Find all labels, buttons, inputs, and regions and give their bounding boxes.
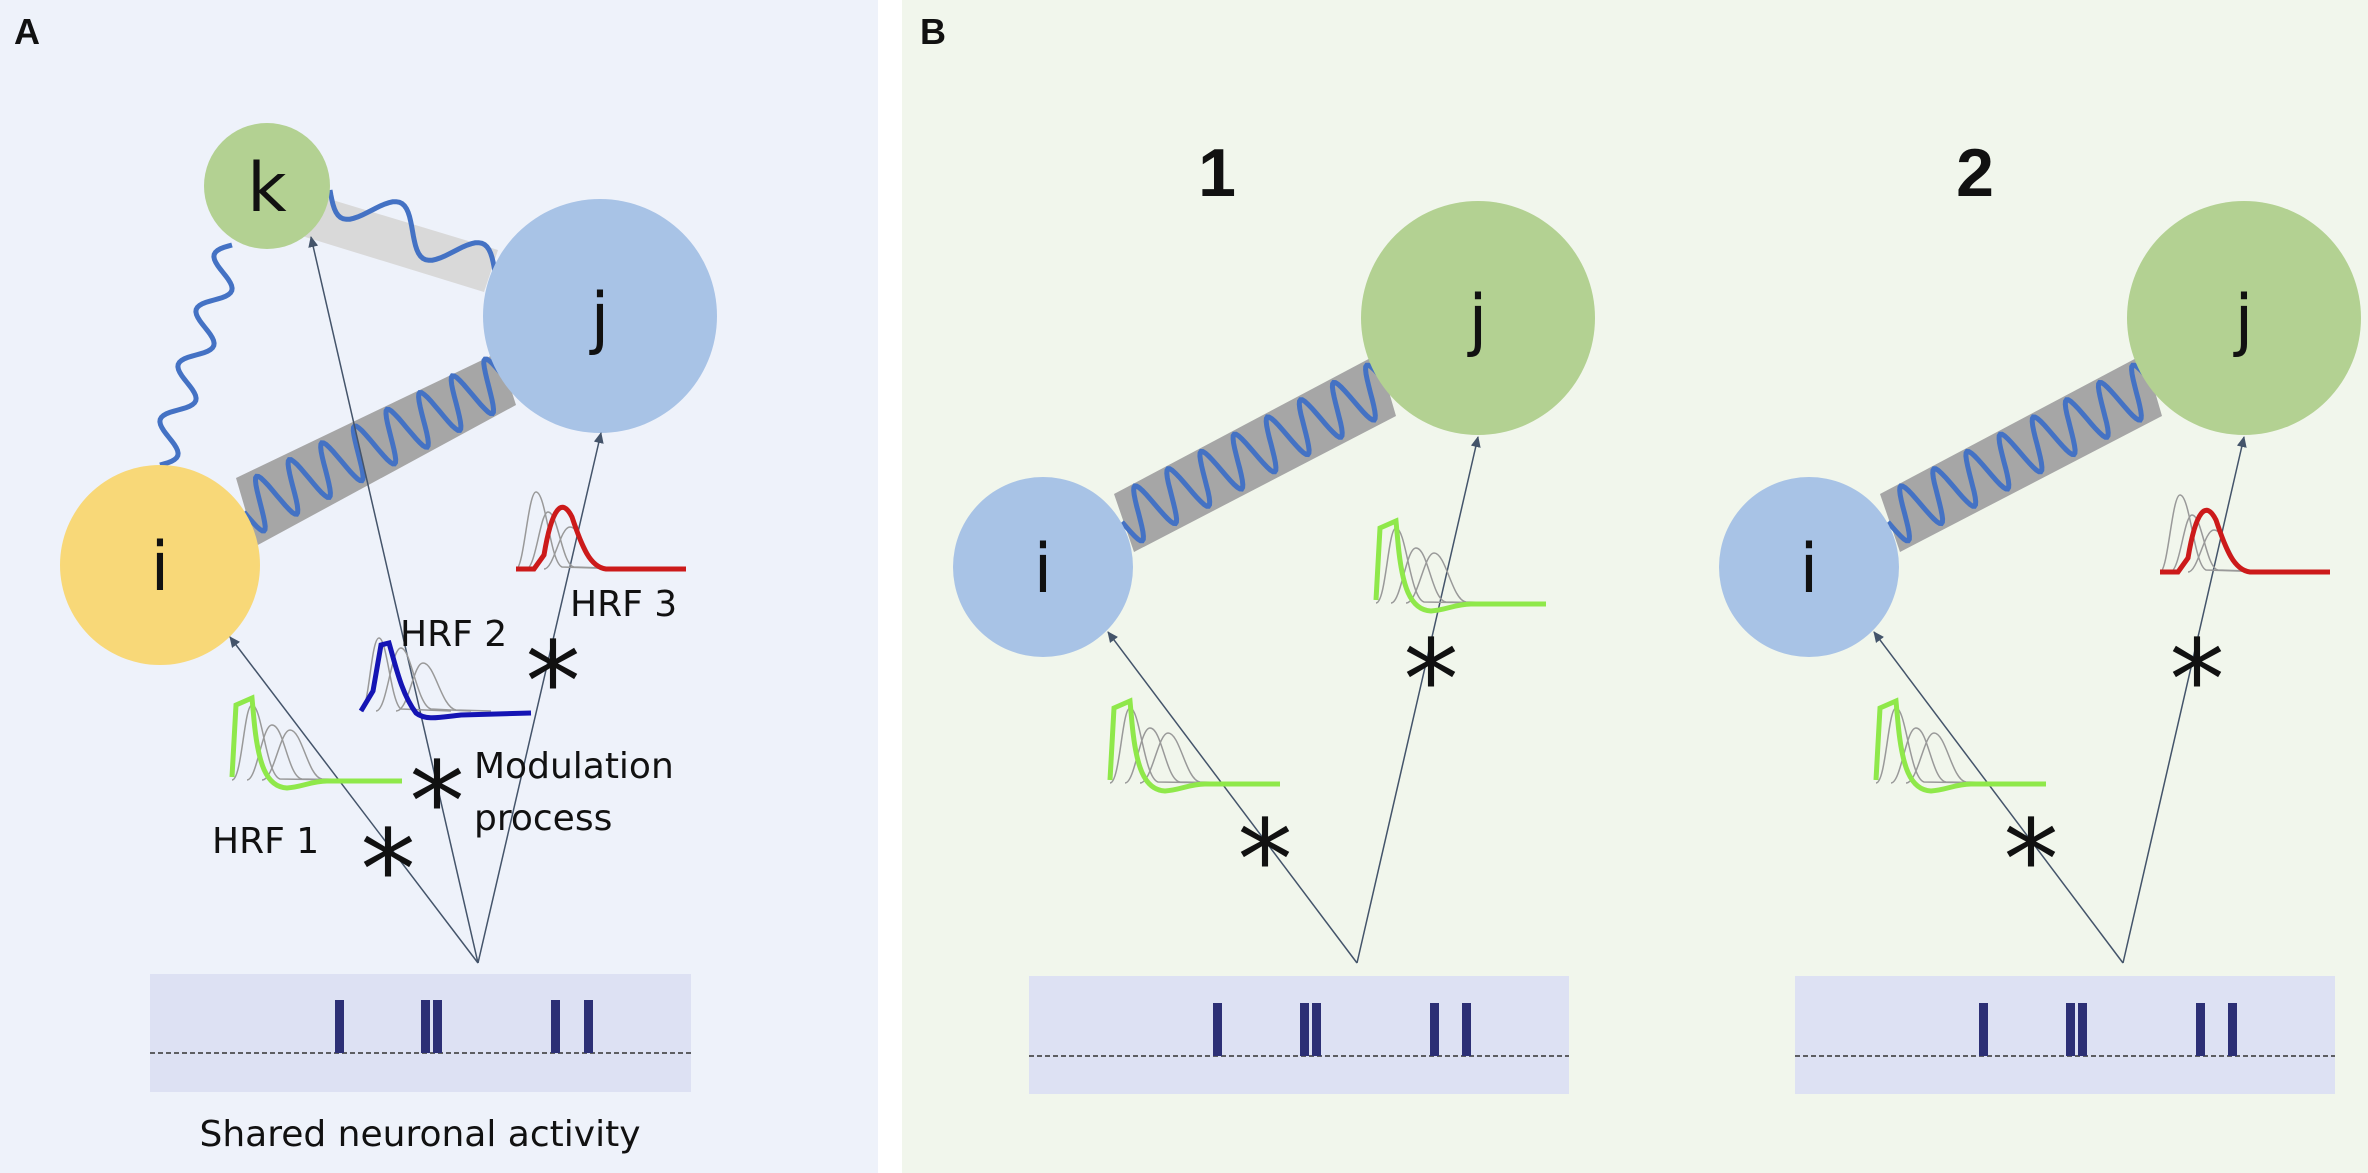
hrf-label-3: HRF 3: [570, 584, 677, 625]
convolution-star: *: [2004, 796, 2059, 924]
hrf-plot-2: [358, 637, 532, 721]
activity-box: [1029, 976, 1569, 1094]
spring-i-j: [1886, 362, 2155, 544]
convolution-star: *: [361, 806, 416, 934]
hrf-plot: [1107, 697, 1280, 794]
activity-box: [1795, 976, 2335, 1094]
hrf-ghost-curve: [1390, 547, 1497, 604]
convolution-star: *: [1404, 616, 1459, 744]
modulation-label-line1: Modulation: [474, 746, 674, 787]
hrf-plot-1: [229, 694, 402, 791]
hrf-plot: [1873, 697, 2046, 794]
hrf-ghost-curve: [1405, 552, 1507, 604]
panel-a-letter: A: [14, 11, 40, 52]
node-i: [60, 465, 260, 665]
hrf-ghost-curve: [515, 491, 627, 570]
activity-spike: [421, 1000, 430, 1053]
hrf-main-curve: [1373, 517, 1546, 614]
activity-spike: [2196, 1003, 2205, 1056]
activity-spike: [1312, 1003, 1321, 1056]
sub-panel-1: 1 i j: [953, 135, 1595, 1094]
hrf-plot-3: [515, 491, 686, 572]
hrf-ghost-curve: [261, 729, 363, 781]
spring-i-j: [1120, 362, 1389, 544]
arrow-to-j: [1356, 436, 1481, 964]
panel-b-letter: B: [920, 11, 946, 52]
hrf-plot: [1373, 517, 1546, 614]
activity-spike: [2078, 1003, 2087, 1056]
arrow-to-k: [308, 236, 479, 964]
sub-panel-2: 2 i j: [1719, 135, 2361, 1094]
activity-spike: [1430, 1003, 1439, 1056]
node-i: [953, 477, 1133, 657]
sub-panel-title: 1: [1198, 135, 1236, 211]
hrf-ghost-curve: [246, 724, 353, 781]
arrow-to-i: [1873, 631, 2124, 964]
node-k: [204, 123, 330, 249]
node-j: [483, 199, 717, 433]
hrf-main-curve: [516, 504, 686, 572]
node-j: [1361, 201, 1595, 435]
activity-spike: [1462, 1003, 1471, 1056]
hrf-main-curve: [229, 694, 402, 791]
hrf-ghost-curve: [1124, 727, 1231, 784]
node-j-label: j: [2233, 281, 2254, 360]
arrow-to-j: [477, 432, 604, 964]
hrf-label-2: HRF 2: [400, 614, 507, 655]
activity-spike: [2228, 1003, 2237, 1056]
hrf-ghost-curve: [1905, 732, 2007, 784]
hrf-ghost-curve: [375, 647, 472, 712]
arrow-to-i: [229, 636, 479, 964]
activity-spike: [1979, 1003, 1988, 1056]
convolution-star: *: [1238, 796, 1293, 924]
activity-spike: [2066, 1003, 2075, 1056]
arrow-to-i: [1107, 631, 1358, 964]
spring-i-j: [242, 356, 507, 534]
hrf-plot: [2159, 494, 2330, 575]
node-i-label: i: [151, 528, 170, 607]
modulation-label-line2: process: [474, 798, 612, 839]
node-i-label: i: [1800, 530, 1819, 609]
hrf-ghost-curve: [1890, 727, 1997, 784]
node-j-label: j: [1467, 281, 1488, 360]
arrow-to-j: [2122, 436, 2247, 964]
activity-spike: [1300, 1003, 1309, 1056]
node-j-label: j: [589, 279, 610, 358]
node-k-label: k: [247, 149, 287, 228]
node-i-label: i: [1034, 530, 1053, 609]
hrf-main-curve: [2160, 507, 2330, 575]
convolution-star: *: [2170, 616, 2225, 744]
activity-spike: [335, 1000, 344, 1053]
convolution-star: *: [410, 738, 465, 866]
hrf-ghost-curve: [2169, 514, 2281, 573]
wavy-coupling-i-k: [157, 242, 235, 468]
activity-box: [150, 974, 691, 1092]
hrf-ghost-curve: [1139, 732, 1241, 784]
hrf-ghost-curve: [360, 637, 452, 712]
hrf-label-1: HRF 1: [212, 821, 319, 862]
sub-panel-title: 2: [1956, 135, 1994, 211]
activity-label: Shared neuronal activity: [199, 1114, 640, 1155]
panel-b: B 1 i j: [902, 0, 2368, 1173]
hrf-main-curve: [1873, 697, 2046, 794]
node-j: [2127, 201, 2361, 435]
activity-spike: [551, 1000, 560, 1053]
hrf-main-curve: [1107, 697, 1280, 794]
activity-spike: [433, 1000, 442, 1053]
convolution-star: *: [526, 618, 581, 746]
hrf-ghost-curve: [2159, 494, 2271, 573]
hrf-main-curve: [358, 639, 532, 721]
activity-spike: [584, 1000, 593, 1053]
activity-spike: [1213, 1003, 1222, 1056]
panel-a: A i j k Shared neuronal activity: [0, 0, 878, 1173]
wavy-coupling-k-j: [327, 189, 498, 273]
hrf-ghost-curve: [525, 511, 637, 570]
node-i: [1719, 477, 1899, 657]
